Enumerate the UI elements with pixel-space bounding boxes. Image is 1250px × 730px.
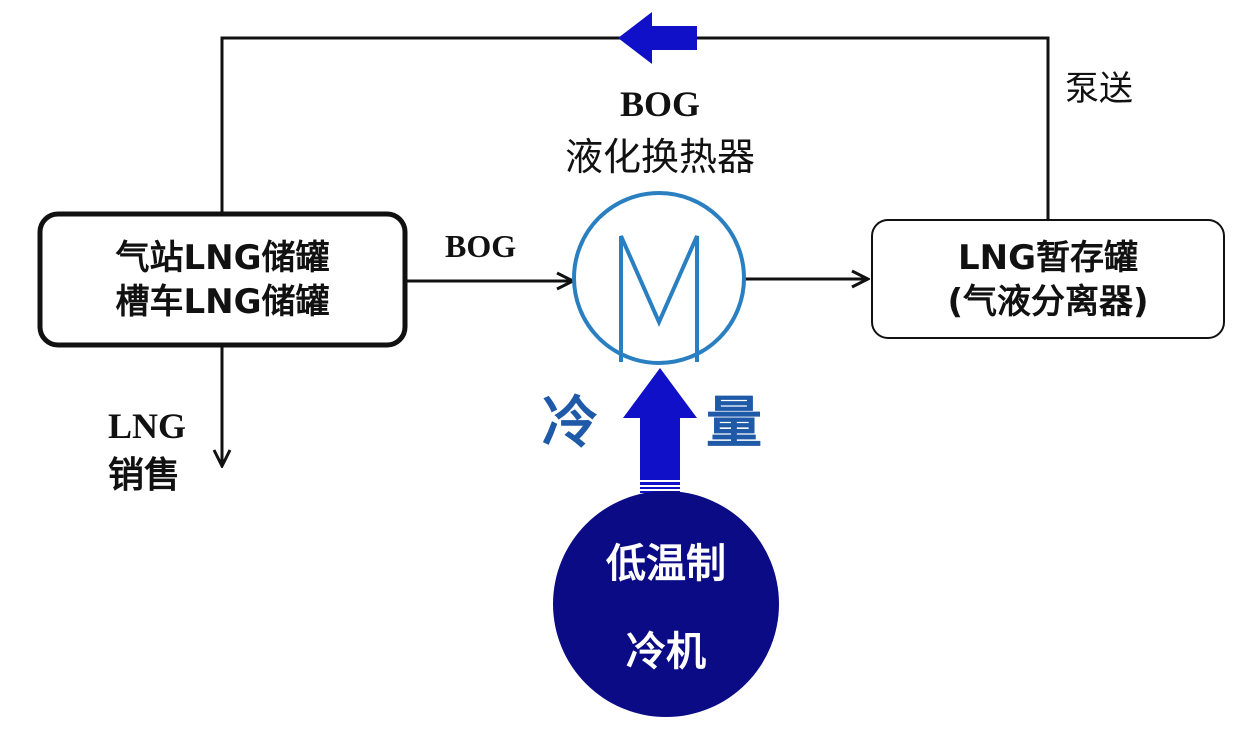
temp-tank-box bbox=[871, 219, 1225, 339]
sales-label: 销售 bbox=[108, 455, 181, 496]
cold-supply-arrow bbox=[623, 368, 697, 493]
chiller-circle bbox=[553, 491, 779, 717]
temp-tank-label: LNG暂存罐 (气液分离器) bbox=[872, 236, 1224, 324]
storage-box-line1: 气站LNG储罐 bbox=[115, 238, 330, 278]
temp-tank-line2: (气液分离器) bbox=[947, 282, 1149, 322]
chiller-label-line2: 冷机 bbox=[626, 629, 706, 675]
storage-box-line2: 槽车LNG储罐 bbox=[115, 282, 330, 322]
exchanger-title-bog: BOG bbox=[619, 84, 700, 124]
cold-label-left: 冷 bbox=[542, 391, 598, 456]
heat-exchanger-icon bbox=[572, 191, 746, 365]
lng-label: LNG bbox=[108, 406, 187, 446]
chiller-label-line1: 低温制 bbox=[606, 541, 726, 587]
cold-label-right: 量 bbox=[706, 391, 762, 456]
bog-flow-label: BOG bbox=[445, 228, 517, 264]
exchanger-title-name: 液化换热器 bbox=[564, 135, 755, 179]
return-direction-arrow bbox=[618, 12, 697, 64]
pump-label: 泵送 bbox=[1065, 69, 1133, 109]
temp-tank-line1: LNG暂存罐 bbox=[957, 238, 1139, 278]
storage-box-label: 气站LNG储罐 槽车LNG储罐 bbox=[40, 236, 405, 324]
